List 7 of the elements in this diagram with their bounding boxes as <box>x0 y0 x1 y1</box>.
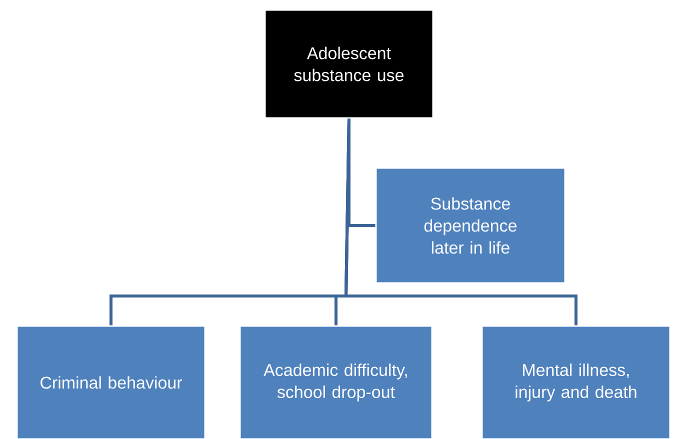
root-box: Adolescent substance use <box>264 9 434 119</box>
outcome-box: Substance dependence later in life <box>375 167 566 284</box>
outcome-box: Academic difficulty, school drop-out <box>239 325 433 439</box>
connector-line <box>348 118 376 227</box>
outcome-box: Criminal behaviour <box>16 325 206 439</box>
outcome-box: Mental illness, injury and death <box>481 325 671 439</box>
connector-line <box>344 118 578 326</box>
